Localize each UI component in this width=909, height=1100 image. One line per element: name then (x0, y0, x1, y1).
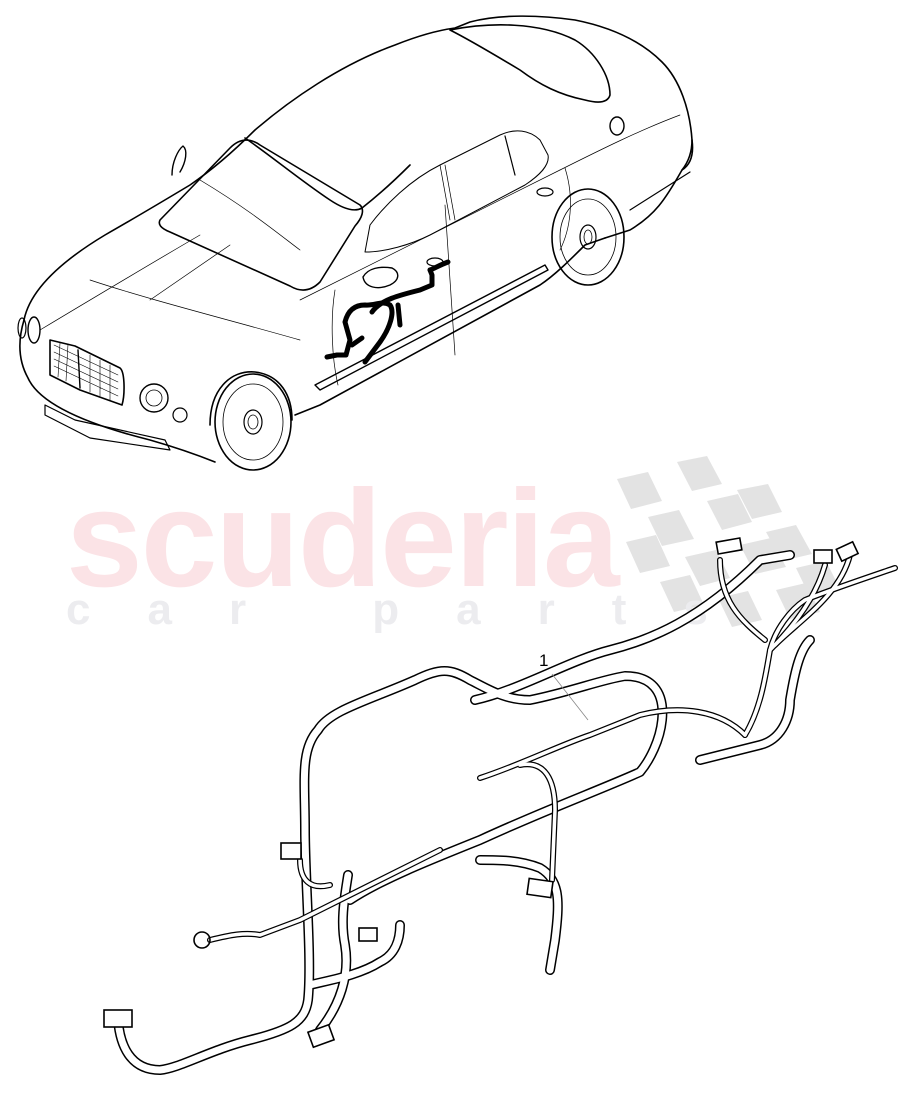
connector-mid-upper (280, 842, 302, 860)
connector-top-mid (813, 549, 833, 564)
watermark-tagline: car parts (66, 585, 765, 634)
connector-top-left (715, 537, 743, 555)
watermark-brand: scuderia (66, 462, 620, 616)
connector-bottom (306, 1023, 336, 1049)
connector-branch-right (526, 877, 554, 899)
connector-top-right (835, 540, 860, 563)
connector-left-end (103, 1009, 133, 1028)
highlighted-harness (324, 259, 451, 365)
connector-mid-lower (358, 927, 378, 942)
callout-number-1: 1 (539, 651, 549, 670)
callout-leader-line (551, 673, 589, 721)
